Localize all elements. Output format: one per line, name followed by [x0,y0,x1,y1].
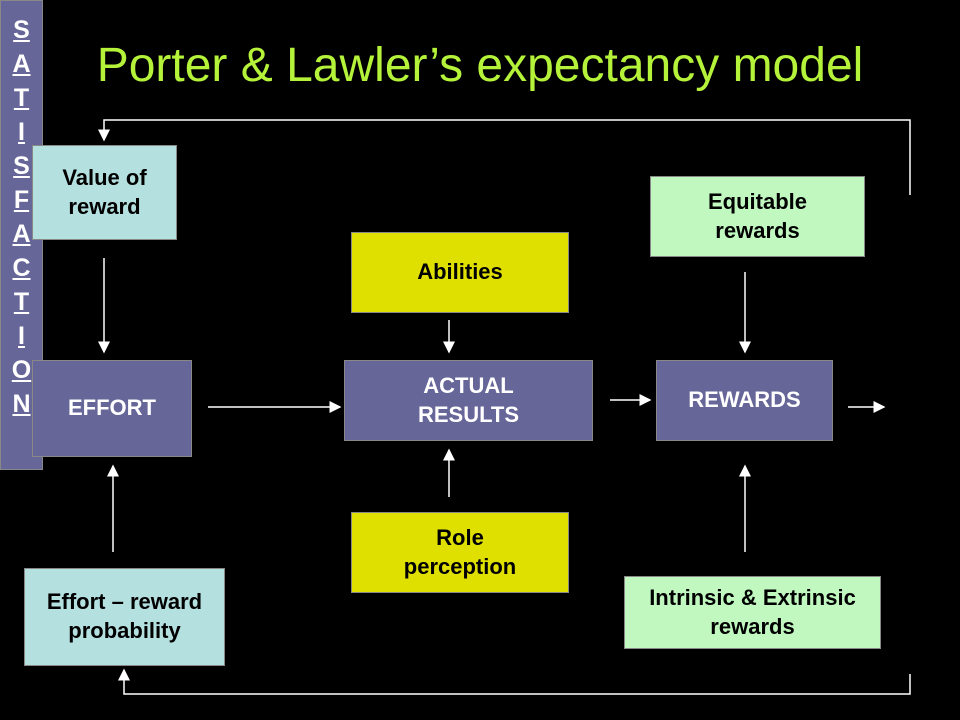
intrinsic-extrinsic-rewards-box: Intrinsic & Extrinsic rewards [624,576,881,649]
satisfaction-letter: O [11,356,32,384]
satisfaction-letter: T [13,288,30,316]
feedback-satisfaction-to-value [98,119,911,195]
satisfaction-letter: F [13,186,30,214]
role-perception-box: Role perception [351,512,569,593]
satisfaction-letter: A [12,50,31,78]
satisfaction-letter: T [13,84,30,112]
rewards-box: REWARDS [656,360,833,441]
satisfaction-letter: I [18,118,25,146]
satisfaction-letter: I [18,322,25,350]
satisfaction-letter: S [13,16,30,44]
page-title: Porter & Lawler’s expectancy model [96,39,864,92]
satisfaction-letter: N [12,390,31,418]
equitable-rewards-box: Equitable rewards [650,176,865,257]
abilities-box: Abilities [351,232,569,313]
satisfaction-letter: S [13,152,30,180]
actual-results-box: ACTUAL RESULTS [344,360,593,441]
feedback-satisfaction-to-probability [118,668,911,695]
effort-reward-probability-box: Effort – reward probability [24,568,225,666]
satisfaction-letter: A [12,220,31,248]
satisfaction-letter: C [12,254,31,282]
value-of-reward-box: Value of reward [32,145,177,240]
effort-box: EFFORT [32,360,192,457]
